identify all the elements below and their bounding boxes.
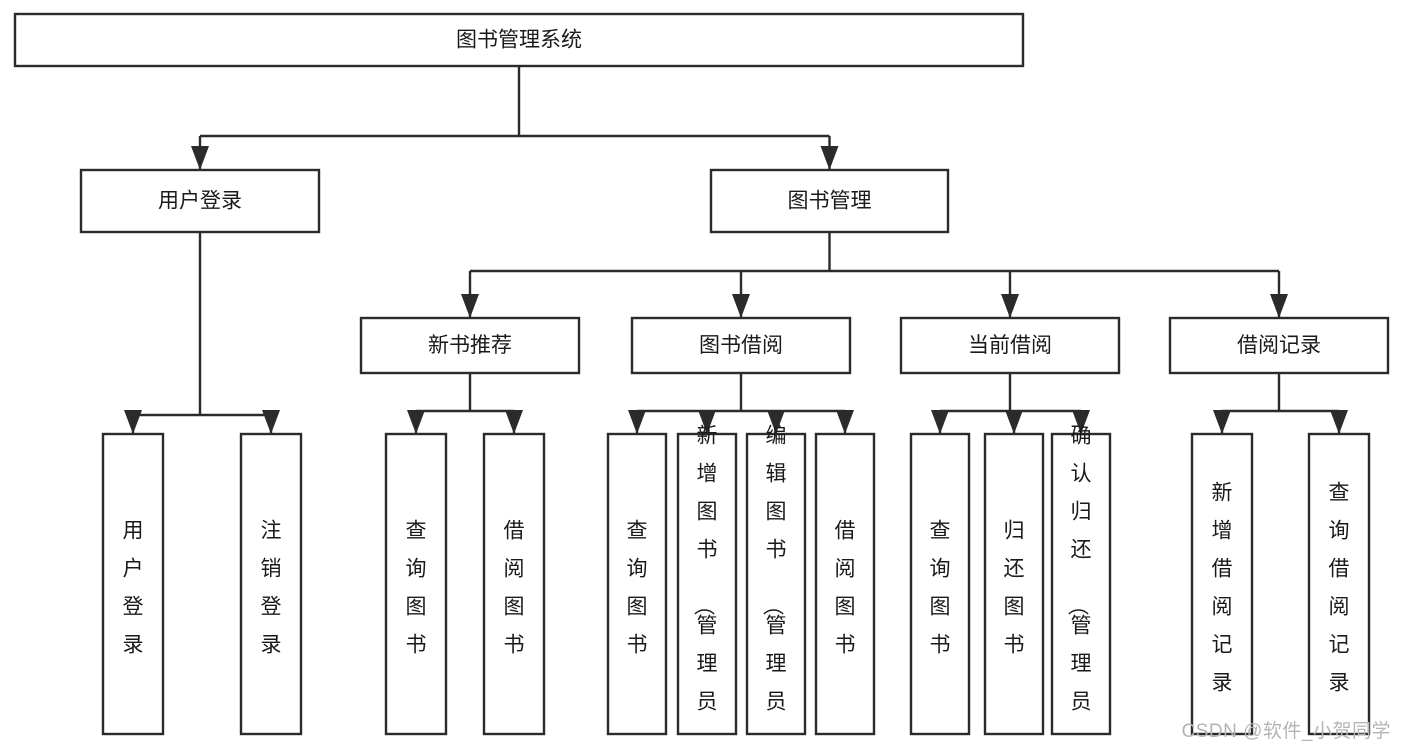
node-label-leaf-return-book: 归还图书 xyxy=(1004,520,1025,657)
node-box-leaf-borrow-book xyxy=(814,432,876,736)
node-label-leaf-add-borrow-record: 新增借阅记录 xyxy=(1212,482,1233,695)
node-box-current-borrow xyxy=(899,316,1121,375)
node-label-book-borrow: 图书借阅 xyxy=(699,334,783,357)
node-box-leaf-query-borrow-record xyxy=(1307,432,1371,736)
node-book-borrow[interactable]: 图书借阅 xyxy=(630,316,852,375)
node-box-leaf-query-book-current xyxy=(909,432,971,736)
node-label-leaf-edit-book-admin: 编辑图书（管理员） xyxy=(761,425,787,747)
node-box-root xyxy=(13,12,1025,68)
node-new-book-recommend[interactable]: 新书推荐 xyxy=(359,316,581,375)
arrowhead-book-management-to-book-borrow xyxy=(732,294,750,318)
csdn-watermark: CSDN @软件_小贺同学 xyxy=(1181,721,1391,742)
node-borrow-record[interactable]: 借阅记录 xyxy=(1168,316,1390,375)
node-leaf-query-book-recommend[interactable]: 查询图书 xyxy=(384,432,448,736)
node-root[interactable]: 图书管理系统 xyxy=(13,12,1025,68)
node-label-leaf-query-borrow-record: 查询借阅记录 xyxy=(1329,482,1350,695)
node-leaf-borrow-book[interactable]: 借阅图书 xyxy=(814,432,876,736)
node-box-book-management xyxy=(709,168,950,234)
node-leaf-borrow-book-recommend[interactable]: 借阅图书 xyxy=(482,432,546,736)
arrowhead-borrow-record-to-leaf-query-borrow-record xyxy=(1330,410,1348,434)
arrowhead-book-borrow-to-leaf-borrow-book xyxy=(836,410,854,434)
arrowhead-book-management-to-current-borrow xyxy=(1001,294,1019,318)
arrowhead-book-management-to-new-book-recommend xyxy=(461,294,479,318)
node-leaf-return-book[interactable]: 归还图书 xyxy=(983,432,1045,736)
arrowhead-current-borrow-to-leaf-confirm-return-admin xyxy=(1072,410,1090,434)
connectors-layer xyxy=(124,66,1348,434)
node-box-leaf-borrow-book-recommend xyxy=(482,432,546,736)
node-leaf-query-borrow-record[interactable]: 查询借阅记录 xyxy=(1307,432,1371,736)
node-box-user-login xyxy=(79,168,321,234)
node-label-current-borrow: 当前借阅 xyxy=(968,334,1052,357)
node-box-borrow-record xyxy=(1168,316,1390,375)
node-box-leaf-add-borrow-record xyxy=(1190,432,1254,736)
node-label-root: 图书管理系统 xyxy=(456,29,582,52)
arrowhead-user-login-to-leaf-user-login xyxy=(124,410,142,434)
node-book-management[interactable]: 图书管理 xyxy=(709,168,950,234)
node-label-new-book-recommend: 新书推荐 xyxy=(428,334,512,357)
node-leaf-add-borrow-record[interactable]: 新增借阅记录 xyxy=(1190,432,1254,736)
arrowhead-new-book-recommend-to-leaf-borrow-book-recommend xyxy=(505,410,523,434)
node-label-leaf-borrow-book: 借阅图书 xyxy=(835,520,856,657)
node-box-leaf-confirm-return-admin xyxy=(1050,432,1112,736)
node-label-leaf-query-book-current: 查询图书 xyxy=(930,520,951,657)
node-leaf-query-book-current[interactable]: 查询图书 xyxy=(909,432,971,736)
node-box-leaf-return-book xyxy=(983,432,1045,736)
node-label-leaf-add-book-admin: 新增图书（管理员） xyxy=(692,425,718,747)
node-box-new-book-recommend xyxy=(359,316,581,375)
node-label-borrow-record: 借阅记录 xyxy=(1237,334,1321,357)
node-box-leaf-edit-book-admin xyxy=(745,432,807,736)
arrowhead-current-borrow-to-leaf-return-book xyxy=(1005,410,1023,434)
node-box-book-borrow xyxy=(630,316,852,375)
arrowhead-borrow-record-to-leaf-add-borrow-record xyxy=(1213,410,1231,434)
node-box-leaf-query-book-recommend xyxy=(384,432,448,736)
node-leaf-logout-login[interactable]: 注销登录 xyxy=(239,432,303,736)
node-box-leaf-logout-login xyxy=(239,432,303,736)
node-label-leaf-borrow-book-recommend: 借阅图书 xyxy=(504,520,525,657)
arrowhead-book-management-to-borrow-record xyxy=(1270,294,1288,318)
arrowhead-new-book-recommend-to-leaf-query-book-recommend xyxy=(407,410,425,434)
node-label-leaf-user-login: 用户登录 xyxy=(123,520,144,657)
node-label-user-login: 用户登录 xyxy=(158,190,242,213)
arrowhead-user-login-to-leaf-logout-login xyxy=(262,410,280,434)
node-label-leaf-logout-login: 注销登录 xyxy=(261,520,282,657)
arrowhead-book-borrow-to-leaf-query-book-borrow xyxy=(628,410,646,434)
node-box-leaf-add-book-admin xyxy=(676,432,738,736)
nodes-layer: 图书管理系统用户登录图书管理新书推荐图书借阅当前借阅借阅记录用户登录注销登录查询… xyxy=(13,12,1390,747)
arrowhead-current-borrow-to-leaf-query-book-current xyxy=(931,410,949,434)
node-label-leaf-query-book-recommend: 查询图书 xyxy=(406,520,427,657)
node-leaf-add-book-admin[interactable]: 新增图书（管理员） xyxy=(676,425,738,747)
arrowhead-book-borrow-to-leaf-edit-book-admin xyxy=(767,410,785,434)
node-leaf-query-book-borrow[interactable]: 查询图书 xyxy=(606,432,668,736)
node-label-leaf-confirm-return-admin: 确认归还（管理员） xyxy=(1066,425,1092,747)
node-current-borrow[interactable]: 当前借阅 xyxy=(899,316,1121,375)
arrowhead-book-borrow-to-leaf-add-book-admin xyxy=(698,410,716,434)
node-user-login[interactable]: 用户登录 xyxy=(79,168,321,234)
node-box-leaf-query-book-borrow xyxy=(606,432,668,736)
node-label-book-management: 图书管理 xyxy=(788,190,872,213)
arrowhead-root-to-book-management xyxy=(820,146,839,170)
node-leaf-confirm-return-admin[interactable]: 确认归还（管理员） xyxy=(1050,425,1112,747)
node-label-leaf-query-book-borrow: 查询图书 xyxy=(627,520,648,657)
node-leaf-edit-book-admin[interactable]: 编辑图书（管理员） xyxy=(745,425,807,747)
node-leaf-user-login[interactable]: 用户登录 xyxy=(101,432,165,736)
node-box-leaf-user-login xyxy=(101,432,165,736)
arrowhead-root-to-user-login xyxy=(191,146,209,170)
